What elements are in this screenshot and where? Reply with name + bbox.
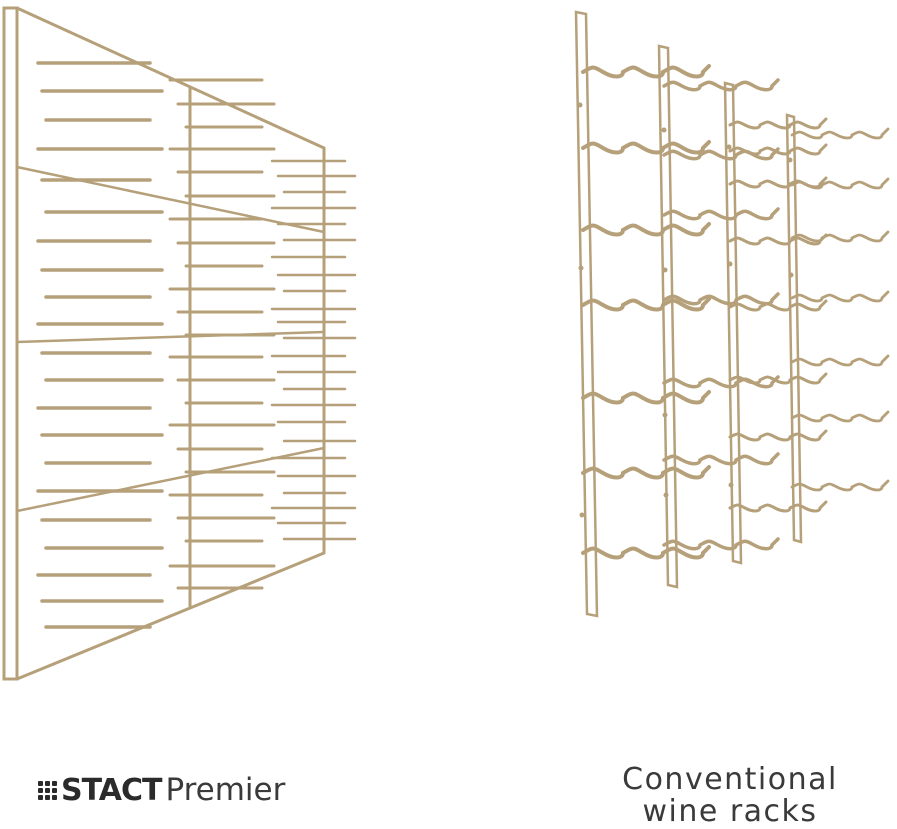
wave-support (662, 292, 780, 306)
wave-support (728, 500, 828, 513)
wave-support (581, 465, 711, 480)
wave-support (728, 372, 828, 385)
wave-support (581, 297, 711, 312)
rack-rail (723, 81, 743, 565)
rail-hole (663, 492, 669, 498)
rail-hole (788, 272, 794, 278)
wave-support (728, 429, 828, 442)
wave-support (581, 222, 711, 237)
grid-dots-icon (38, 780, 57, 800)
wave-support (662, 78, 780, 92)
wave-support (790, 127, 890, 140)
rail-hole (728, 482, 734, 488)
conventional-label-line1: Conventional (622, 762, 838, 797)
rack-rail (657, 44, 679, 589)
divider-line (15, 165, 326, 234)
wave-support (728, 299, 828, 312)
wave-support (581, 64, 711, 79)
rack-rail (574, 10, 599, 618)
wave-support (662, 452, 780, 466)
brand-name: STACT (61, 772, 162, 808)
wave-support (662, 537, 780, 551)
rail-hole (726, 144, 732, 150)
wave-support (581, 545, 711, 560)
rack-rail (785, 113, 803, 544)
brand-product: Premier (165, 772, 286, 808)
wave-support (790, 479, 890, 492)
wave-support (790, 177, 890, 190)
wave-support (728, 233, 828, 246)
wave-support (581, 140, 711, 155)
rail-hole (662, 267, 668, 273)
frame-top-edge (15, 6, 326, 150)
wave-support (662, 207, 780, 221)
wave-support (581, 390, 711, 405)
rail-hole (577, 102, 583, 108)
rail-hole (578, 265, 584, 271)
rail-hole (662, 412, 668, 418)
wave-support (790, 230, 890, 243)
conventional-rack-drawing (574, 10, 890, 618)
rail-hole (579, 512, 585, 518)
stact-premier-rack-drawing (2, 6, 357, 681)
conventional-label-line2: wine racks (642, 794, 818, 829)
frame-bottom-edge (15, 551, 326, 681)
wave-support (728, 143, 828, 156)
rail-hole (787, 157, 793, 163)
wave-support (790, 354, 890, 367)
rail-hole (661, 127, 667, 133)
wave-support (790, 290, 890, 303)
back-panel (2, 6, 19, 681)
wave-support (728, 117, 828, 130)
conventional-label: Conventional wine racks (600, 764, 860, 828)
rail-hole (727, 261, 733, 267)
stact-premier-logo: STACT Premier (38, 772, 285, 808)
divider-line (15, 330, 326, 344)
wave-support (790, 410, 890, 423)
